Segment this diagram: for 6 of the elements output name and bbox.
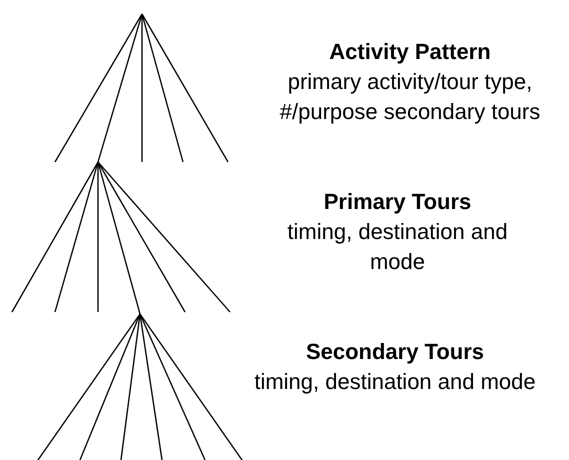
level-description: primary activity/tour type, #/purpose secondary tours [278, 68, 542, 126]
level-heading: Activity Pattern [329, 38, 491, 66]
level-description: timing, destination and mode [286, 218, 509, 276]
level-description: timing, destination and mode [254, 368, 536, 396]
level-heading: Primary Tours [324, 188, 472, 216]
level-heading: Secondary Tours [306, 338, 484, 366]
